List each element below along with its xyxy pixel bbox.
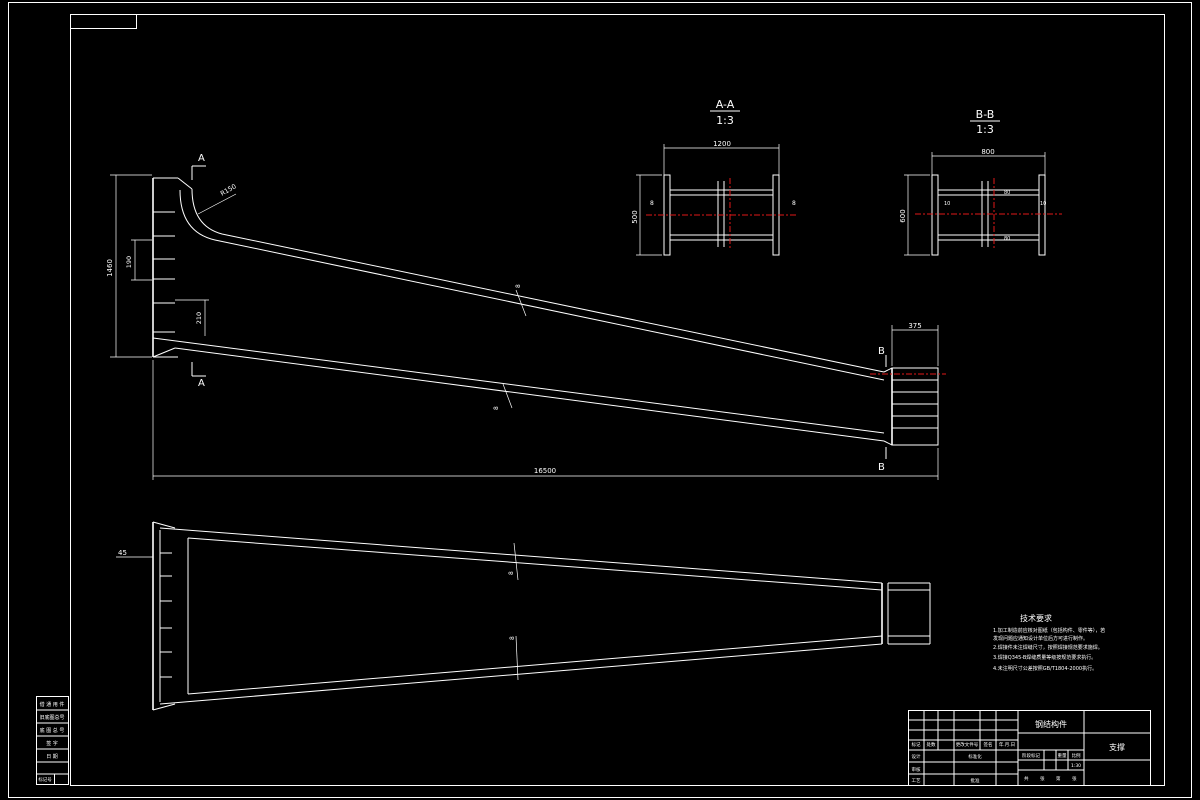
tb-stage: 阶段标记 (1022, 752, 1040, 759)
note-line-3: 2.焊接件未注焊缝尺寸，按照焊接规范要求施焊。 (993, 644, 1103, 651)
technical-notes: 技术要求 1.加工制造前应核对图纸（包括构件、零件等），若 发现问题应通知设计单… (993, 613, 1105, 672)
section-aa-scale: 1:3 (716, 114, 734, 127)
section-bb-scale: 1:3 (976, 123, 994, 136)
section-mark-a-bottom: A (198, 378, 205, 389)
tb-label-mark: 标记 (912, 741, 921, 748)
title-block: 钢结构件 支撑 标记 处数 更改文件号 签名 年.月.日 设计 标准化 审核 工… (908, 710, 1151, 786)
section-bb-small-b: 10 (944, 201, 950, 207)
end-width-dim: 375 (908, 322, 921, 330)
section-bb-small-a2: 80 (1004, 236, 1010, 242)
section-aa-width: 1200 (713, 140, 731, 148)
section-bb-small-a: 80 (1004, 190, 1010, 196)
section-bb-height: 600 (899, 209, 907, 222)
section-aa-title: A-A (716, 98, 735, 111)
tb-designer: 设计 (912, 753, 921, 760)
tb-label-sign: 签名 (984, 741, 993, 748)
plan-mark-lower: 8 (509, 636, 516, 640)
section-mark-b-top: B (878, 346, 885, 357)
tb-label-count: 处数 (927, 741, 936, 748)
side-row-2: 旧底图总号 (39, 714, 64, 721)
section-bb-width: 800 (981, 148, 994, 156)
tb-scale: 1:30 (1071, 763, 1081, 769)
section-mark-a-top: A (198, 153, 205, 164)
section-bb-small-b2: 10 (1040, 201, 1046, 207)
tb-label-date: 年.月.日 (999, 741, 1015, 748)
side-block: 借 通 用 件 旧底图总号 底 图 总 号 签 字 日 期 标记号 (36, 696, 69, 785)
plan-mark-upper: 8 (508, 571, 515, 575)
section-bb-title: B-B (976, 108, 995, 121)
note-line-5: 4.未注明尺寸公差按照GB/T1804-2000执行。 (993, 665, 1097, 672)
notes-heading: 技术要求 (1020, 613, 1052, 623)
drawing-number: 支撑 (1109, 742, 1125, 752)
member-mark-upper: 8 (515, 284, 522, 288)
tb-label-change: 更改文件号 (956, 741, 979, 748)
elevation-view: 375 A A B B R150 1460 190 210 16500 (106, 153, 946, 480)
tb-process: 工艺 (912, 778, 921, 784)
tb-weight: 重量 (1058, 752, 1067, 759)
plan-offset-dim: 45 (118, 549, 127, 557)
side-row-6: 标记号 (38, 776, 52, 783)
section-aa-small: 8 (650, 200, 654, 207)
radius-label: R150 (219, 182, 238, 197)
section-mark-b-bottom: B (878, 462, 885, 473)
tb-ratio: 比例 (1072, 752, 1081, 759)
note-line-4: 3.焊接Q345-B焊缝质量等级按规范要求执行。 (993, 654, 1096, 661)
tb-sheet-total: 共 (1024, 775, 1029, 782)
tb-sheet-of: 张 (1072, 775, 1077, 782)
section-bb: B-B 1:3 800 600 80 80 10 10 (899, 108, 1062, 256)
tb-approve: 批准 (971, 777, 980, 784)
inner-height-dim: 190 (125, 256, 133, 268)
side-row-4: 签 字 (46, 740, 58, 747)
inner-frame (70, 14, 1165, 786)
side-row-5: 日 期 (46, 754, 58, 760)
note-line-1: 1.加工制造前应核对图纸（包括构件、零件等），若 (993, 627, 1105, 634)
tb-review: 审核 (912, 766, 921, 773)
overall-length-dim: 16500 (534, 467, 556, 475)
tb-sheet-no: 第 (1056, 775, 1061, 782)
side-row-1: 借 通 用 件 (40, 701, 65, 708)
note-line-2: 发现问题应通知设计单位后方可进行制作。 (993, 635, 1088, 642)
plan-view: 45 8 8 (116, 521, 931, 711)
side-row-3: 底 图 总 号 (40, 727, 65, 734)
outer-frame (8, 2, 1192, 798)
overall-height-dim: 1460 (106, 259, 114, 277)
top-left-box (70, 14, 137, 29)
section-aa: A-A 1:3 1200 500 8 8 (631, 98, 797, 256)
lower-offset-dim: 210 (195, 312, 203, 324)
member-mark-lower: 8 (493, 406, 500, 410)
section-aa-height: 500 (631, 210, 639, 223)
section-aa-small-right: 8 (792, 200, 796, 207)
tb-sheet: 张 (1040, 775, 1045, 782)
part-name: 钢结构件 (1035, 719, 1067, 729)
tb-standard: 标准化 (968, 753, 982, 760)
